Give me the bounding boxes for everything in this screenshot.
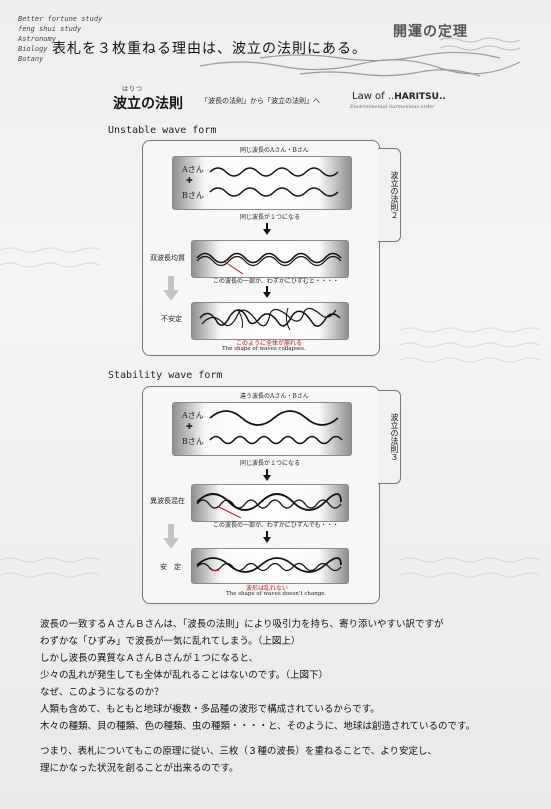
law-of-name: HARITSU.. — [394, 92, 446, 102]
side-topic-item: Biology — [18, 45, 48, 53]
page-headline: 表札を３枚重ねる理由は、波立の法則にある。 — [52, 41, 367, 57]
unstable-label: Unstable wave form — [108, 125, 217, 136]
stable-top-caption: 違う波長のAさん・Bさん — [240, 393, 309, 400]
down-arrow-icon — [263, 537, 271, 543]
unstable-merged-strip — [191, 240, 349, 278]
section-title: 波立の法則 — [113, 96, 183, 112]
law-subtitle: Environmental harmonious order — [350, 104, 435, 110]
unstable-input-waves — [209, 167, 339, 197]
side-topic-item: Better fortune study — [18, 15, 103, 23]
unstable-a-label: Aさん — [182, 165, 204, 174]
section-subtitle: 「波長の法則」から「波立の法則」へ — [201, 97, 320, 105]
down-arrow-icon — [263, 475, 271, 481]
unstable-merge-caption: 同じ波長が１つになる — [240, 214, 301, 221]
side-topic-item: feng shui study — [18, 25, 82, 33]
title-ruby: はりつ — [122, 86, 144, 93]
stable-left-label-1: 異波長混在 — [150, 497, 185, 505]
stable-result-jp: 波形は乱れない — [246, 585, 289, 592]
body-line: しかし波長の異質なＡさんＢさんが１つになると、 — [40, 653, 259, 664]
down-arrow-icon — [263, 229, 271, 235]
unstable-tab: 波立の法則２ — [378, 148, 401, 242]
unstable-left-label-1: 双波長均質 — [150, 254, 185, 262]
unstable-collapsed-waves — [199, 307, 341, 331]
stable-tab: 波立の法則３ — [378, 390, 401, 484]
brand-title: 開運の定理 — [393, 24, 468, 40]
body-line: なぜ、このようになるのか？ — [40, 687, 164, 698]
side-topic-list: Better fortune study feng shui study Ast… — [18, 14, 102, 64]
down-arrow-icon — [266, 531, 268, 537]
body-line: 理にかなった状況を創ることが出来るのです。 — [40, 763, 239, 774]
unstable-result-jp: このように全体が崩れる — [236, 340, 303, 347]
plus-icon: ✚ — [186, 176, 193, 185]
down-arrow-icon — [266, 469, 268, 475]
stable-input-strip — [172, 402, 352, 456]
unstable-input-strip — [172, 156, 352, 210]
body-line: つまり、表札についてもこの原理に従い、三枚（３種の波長）を重ねることで、より安定… — [40, 746, 438, 757]
side-topic-item: Botany — [18, 55, 44, 63]
body-line: 波長の一致するＡさんＢさんは、「波長の法則」により吸引力を持ち、寄り添いやすい訳… — [40, 619, 444, 630]
gray-down-arrow-icon — [163, 276, 179, 301]
unstable-merged-waves — [196, 252, 342, 274]
unstable-result-en: The shape of waves collapses. — [222, 346, 306, 352]
plus-icon: ✚ — [186, 422, 193, 431]
body-line: わずかな「ひずみ」で波長が一気に乱れてしまう。（上図上） — [40, 636, 301, 647]
body-line: 少々の乱れが発生しても全体が乱れることはないのです。（上図下） — [40, 670, 329, 681]
stable-left-label-2: 安 定 — [160, 563, 181, 571]
gray-down-arrow-icon — [163, 524, 179, 549]
law-of-prefix: Law of .. — [352, 91, 395, 102]
stable-result-waves — [196, 557, 342, 573]
side-topic-item: Astronomy — [18, 35, 56, 43]
unstable-left-label-2: 不安定 — [161, 315, 182, 323]
unstable-note: この波長の一部が、わずかにひずむと・・・・ — [213, 278, 339, 285]
body-line: 人類も含めて、もともと地球が複数・多品種の波形で構成されているからです。 — [40, 704, 380, 715]
stable-input-waves — [209, 410, 343, 445]
stable-merged-waves — [196, 493, 342, 518]
unstable-b-label: Bさん — [182, 191, 204, 200]
stable-a-label: Aさん — [182, 411, 204, 420]
law-of-heading: Law of ..HARITSU.. — [352, 91, 446, 102]
down-arrow-icon — [266, 223, 268, 229]
stable-merge-caption: 同じ波長が１つになる — [240, 460, 301, 467]
down-arrow-icon — [263, 292, 271, 298]
stable-result-en: The shape of waves doesn't change. — [226, 591, 327, 597]
explanation-text: 波長の一致するＡさんＢさんは、「波長の法則」により吸引力を持ち、寄り添いやすい訳… — [40, 616, 540, 777]
stable-note: この波長の一部が、わずかにひずんでも・・・ — [213, 522, 339, 529]
stable-b-label: Bさん — [182, 437, 204, 446]
unstable-top-caption: 同じ波長のAさん・Bさん — [240, 147, 309, 154]
body-line: 木々の種類、貝の種類、色の種類、虫の種類・・・・と、そのように、地球は創造されて… — [40, 721, 476, 732]
stable-label: Stability wave form — [108, 370, 223, 381]
body-line — [40, 735, 540, 743]
down-arrow-icon — [266, 286, 268, 292]
